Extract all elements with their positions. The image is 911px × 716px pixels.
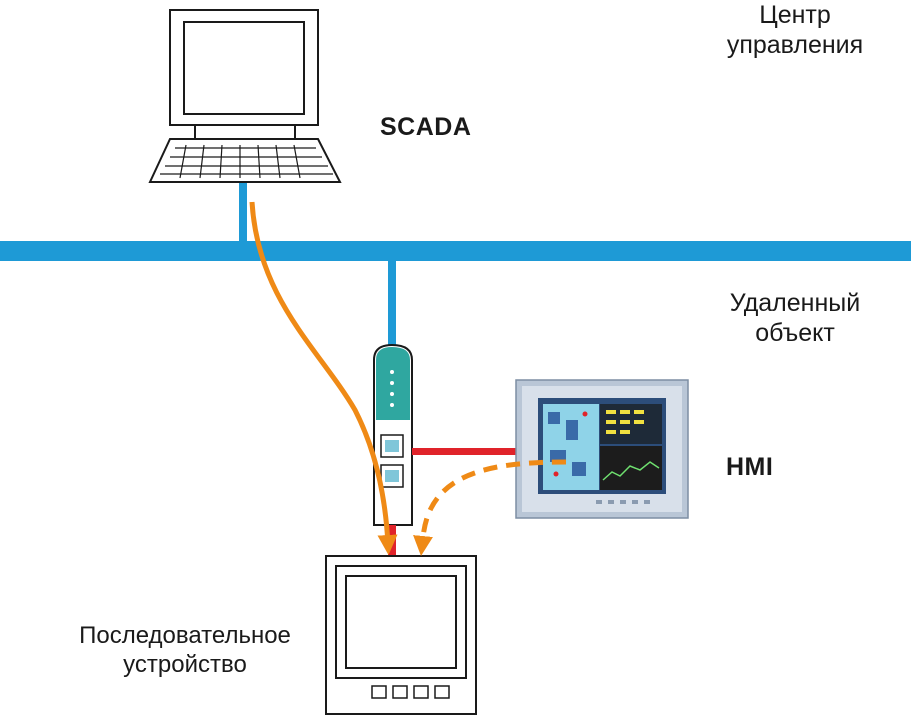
control-center-label: Центр управления	[726, 1, 864, 59]
gateway-device	[373, 343, 413, 526]
scada-computer-icon	[148, 9, 342, 183]
network-bus	[0, 241, 911, 261]
hmi-label: HMI	[726, 453, 774, 481]
scada-network-drop	[239, 180, 247, 242]
remote-site-label: Удаленный объект	[729, 289, 861, 347]
scada-label: SCADA	[380, 113, 472, 141]
hmi-panel	[515, 379, 689, 519]
serial-device-icon	[325, 555, 477, 715]
scada-to-device-flow-arrow	[249, 201, 398, 555]
gateway-network-drop	[388, 260, 396, 346]
serial-device-label: Последовательное устройство	[79, 622, 291, 678]
serial-link-hmi	[412, 448, 518, 455]
